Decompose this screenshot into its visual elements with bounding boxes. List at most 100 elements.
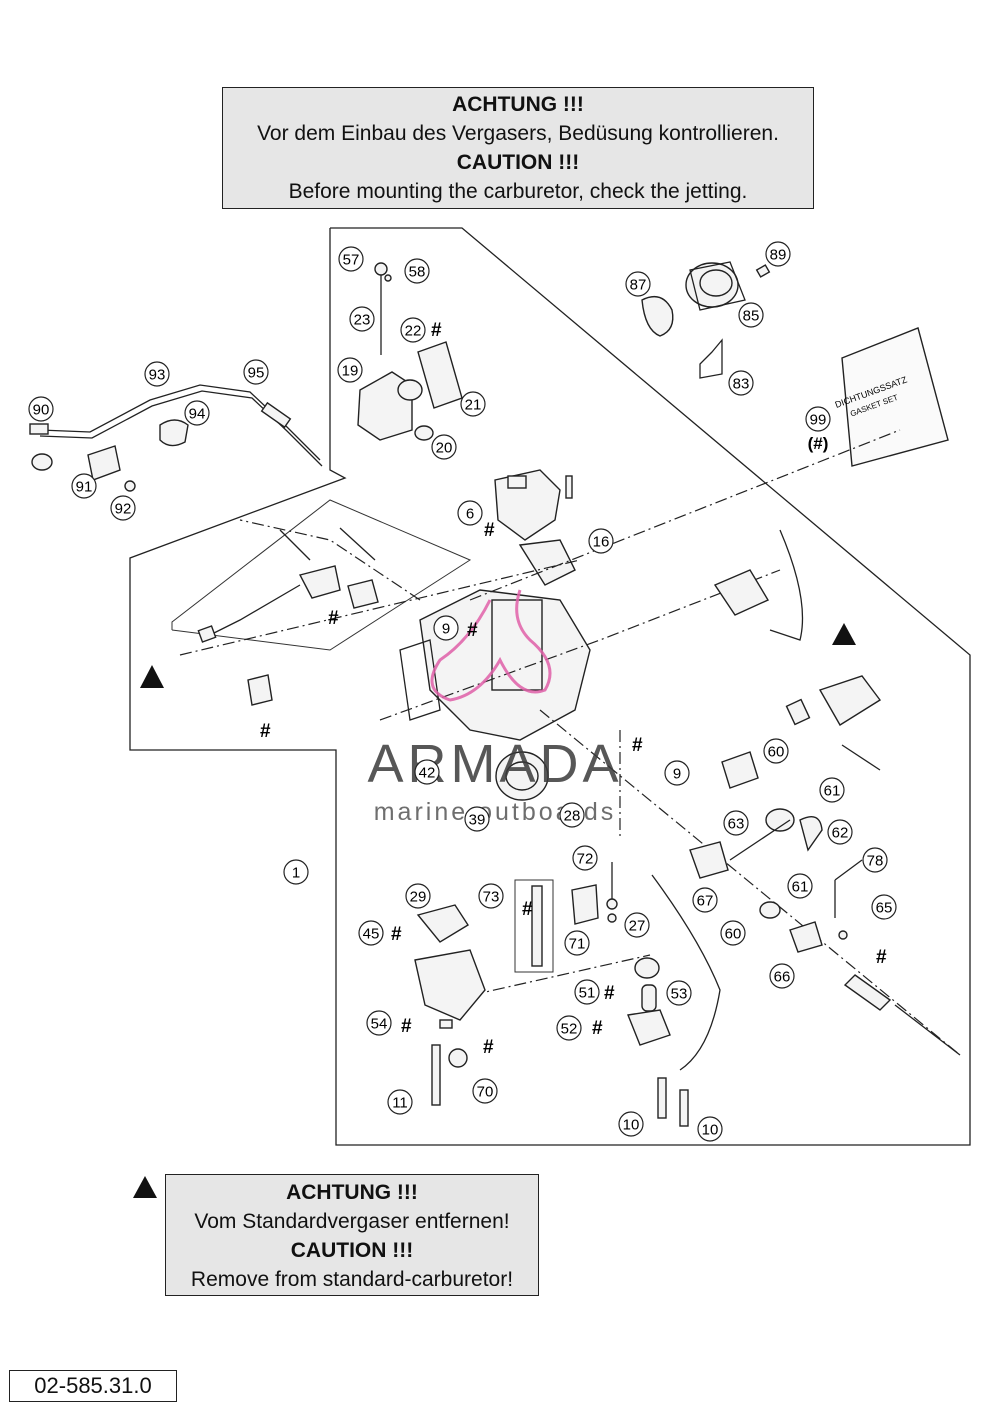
callout-number: 65 [876, 900, 893, 917]
callout-circle [588, 528, 614, 554]
pin-6 [565, 475, 573, 499]
spring-62 [799, 816, 823, 852]
callout-circle [556, 1015, 582, 1041]
callout-circle [464, 806, 490, 832]
spacer-right [785, 698, 811, 726]
throttle-cable-bracket [769, 529, 804, 641]
callout-number: 19 [342, 363, 359, 380]
callout-number: 83 [733, 376, 750, 393]
shaft-right [894, 1004, 961, 1056]
knob-90 [31, 453, 53, 471]
cable-93-b [39, 390, 323, 467]
callout-circle [349, 306, 375, 332]
hash-marker: # [467, 620, 478, 641]
callout-number: 61 [792, 879, 809, 896]
callout-number: 9 [673, 766, 681, 783]
assembly-outline [129, 227, 971, 1146]
callout-29: 29 [405, 883, 431, 909]
callout-circle [769, 963, 795, 989]
cover-6 [494, 469, 561, 541]
callout-circle [572, 845, 598, 871]
callout-90: 90 [28, 396, 54, 422]
watermark-logo [430, 589, 552, 702]
hash-marker: # [876, 947, 887, 968]
screw-10a [657, 1077, 667, 1119]
warning-triangle-bottom [133, 1176, 157, 1198]
callout-58: 58 [404, 258, 430, 284]
callout-number: 54 [371, 1016, 388, 1033]
callout-circle [414, 759, 440, 785]
note-top-text-en: Before mounting the carburetor, check th… [288, 180, 748, 203]
callout-11: 11 [387, 1089, 413, 1115]
callout-23: 23 [349, 306, 375, 332]
callout-circle [457, 500, 483, 526]
callout-number: 10 [623, 1117, 640, 1134]
gasket-87 [641, 296, 674, 337]
callout-10: 10 [618, 1111, 644, 1137]
note-bottom-heading-de: ACHTUNG !!! [286, 1181, 418, 1204]
callout-number: 11 [392, 1095, 408, 1112]
callout-52: 52 [556, 1015, 582, 1041]
bracket-83 [699, 338, 723, 379]
callout-1: 1 [283, 859, 309, 885]
callout-78: 78 [862, 847, 888, 873]
callout-57: 57 [338, 246, 364, 272]
cap-29 [416, 904, 469, 943]
callout-63: 63 [723, 810, 749, 836]
callout-85: 85 [738, 302, 764, 328]
diaphragm-63 [765, 808, 795, 832]
callout-number: 9 [442, 621, 450, 638]
warning-triangle-right [832, 623, 856, 645]
callout-circle [819, 777, 845, 803]
callout-22: 22 [400, 317, 426, 343]
callout-number: 67 [697, 893, 714, 910]
callout-28: 28 [559, 802, 585, 828]
spring-53 [641, 984, 657, 1012]
callout-number: 70 [477, 1084, 494, 1101]
plug-70 [448, 1048, 468, 1068]
callout-circle [871, 894, 897, 920]
callout-number: 57 [343, 252, 360, 269]
callout-circle [862, 847, 888, 873]
jet-73 [531, 885, 543, 967]
sleeve-right [843, 974, 892, 1011]
callout-circle [574, 979, 600, 1005]
callout-circle [460, 391, 486, 417]
intake-flange [685, 261, 746, 311]
callout-circle [110, 495, 136, 521]
document-number: 02-585.31.0 [9, 1370, 177, 1402]
callout-number: 73 [483, 889, 500, 906]
lever-67 [689, 841, 729, 879]
callout-87: 87 [625, 271, 651, 297]
callout-circle [337, 357, 363, 383]
callout-91: 91 [71, 473, 97, 499]
diaphragm-51 [634, 957, 660, 979]
callout-19: 19 [337, 357, 363, 383]
bracket-right [818, 675, 882, 726]
screw-11 [431, 1044, 441, 1106]
callout-number: 90 [33, 402, 50, 419]
callout-61: 61 [819, 777, 845, 803]
callout-number: 72 [577, 851, 594, 868]
callout-67: 67 [692, 887, 718, 913]
callout-93: 93 [144, 361, 170, 387]
axis-line-3 [179, 559, 581, 656]
note-top-text-de: Vor dem Einbau des Vergasers, Bedüsung k… [257, 122, 779, 145]
callout-circle [559, 802, 585, 828]
callout-99: 99 [805, 406, 831, 432]
callout-circle [433, 615, 459, 641]
callout-number: 60 [768, 744, 785, 761]
axis-line-1 [469, 429, 901, 601]
callout-circle [358, 920, 384, 946]
screw-10b [679, 1089, 689, 1127]
callout-number: 16 [593, 534, 610, 551]
callout-21: 21 [460, 391, 486, 417]
callout-circle [405, 883, 431, 909]
callout-70: 70 [472, 1078, 498, 1104]
callout-71: 71 [564, 930, 590, 956]
callout-number: 10 [702, 1122, 719, 1139]
callout-45: 45 [358, 920, 384, 946]
gasket-set-marker: (#) [808, 434, 829, 453]
callout-number: 23 [354, 312, 371, 329]
